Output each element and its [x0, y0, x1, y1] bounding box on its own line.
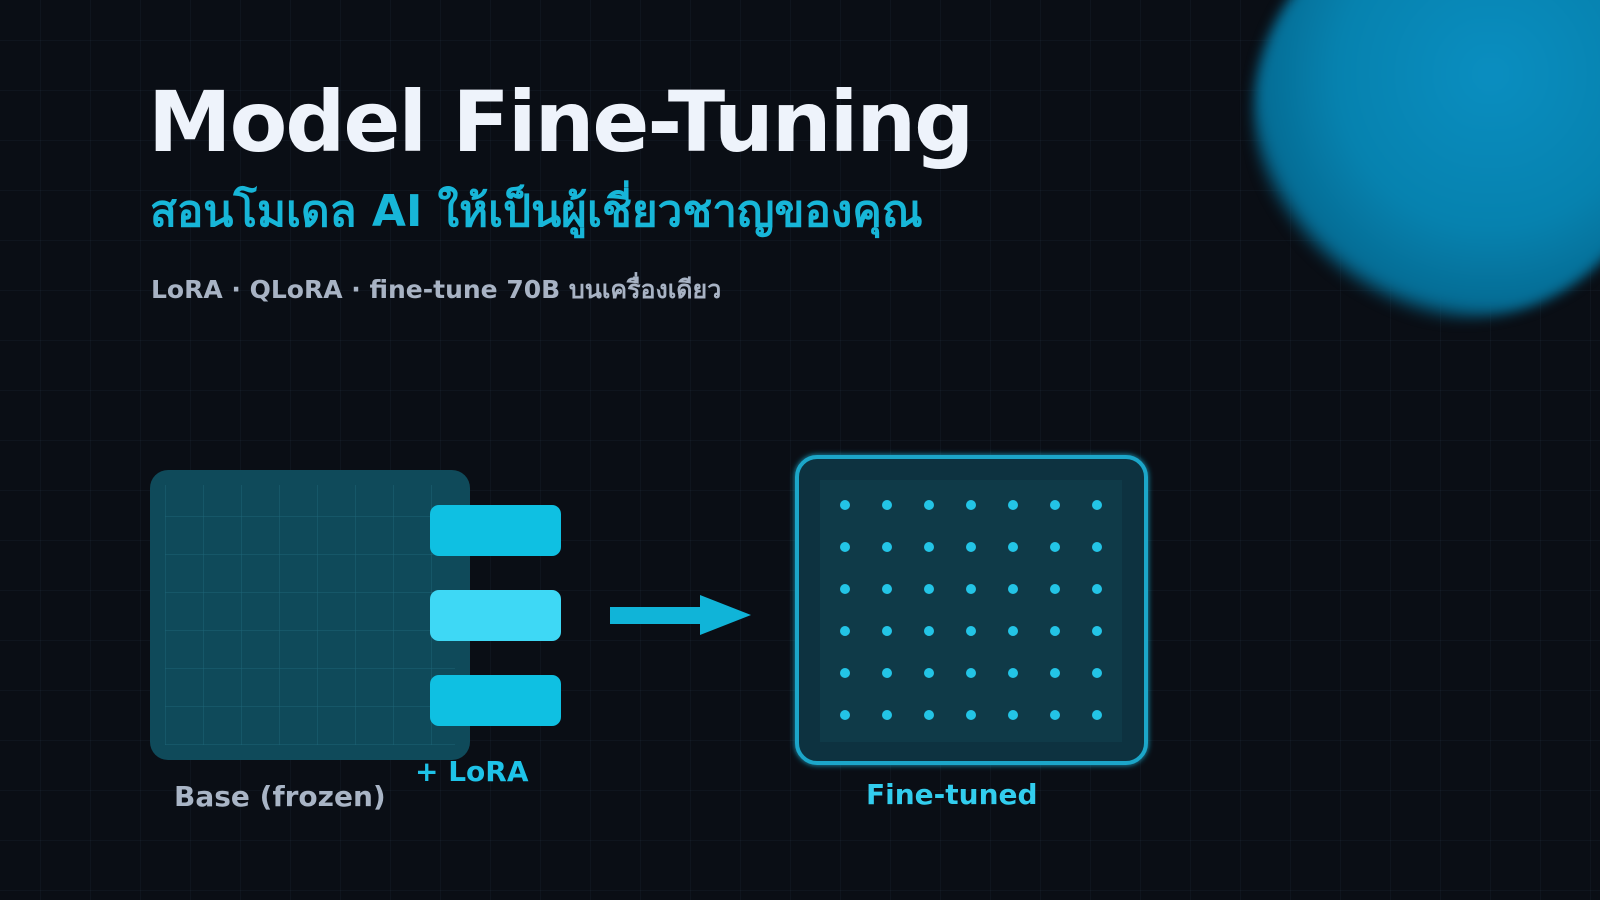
weight-dot: [1050, 542, 1060, 552]
base-model-grid: [165, 485, 455, 745]
weight-dot: [924, 668, 934, 678]
base-model-block: [150, 470, 470, 760]
base-model-label: Base (frozen): [174, 780, 386, 813]
weight-dot: [1008, 584, 1018, 594]
arrow-icon: [610, 595, 751, 635]
weight-dot: [1092, 626, 1102, 636]
weight-dot: [1050, 626, 1060, 636]
weight-dot: [882, 584, 892, 594]
weight-dot: [1008, 500, 1018, 510]
weight-dot: [924, 710, 934, 720]
lora-adapter: [430, 590, 561, 641]
weight-dot: [924, 500, 934, 510]
weight-dot: [882, 668, 892, 678]
weight-dot: [1008, 542, 1018, 552]
weight-dot: [840, 584, 850, 594]
weight-dot: [1008, 710, 1018, 720]
weight-dot: [1050, 500, 1060, 510]
weight-dot: [966, 584, 976, 594]
finetuned-dot-grid: [840, 500, 1102, 720]
page-tagline: LoRA · QLoRA · fine-tune 70B บนเครื่องเด…: [151, 275, 722, 304]
weight-dot: [840, 500, 850, 510]
lora-adapter: [430, 675, 561, 726]
weight-dot: [882, 626, 892, 636]
weight-dot: [840, 710, 850, 720]
weight-dot: [1092, 542, 1102, 552]
weight-dot: [1092, 668, 1102, 678]
lora-label: + LoRA: [415, 755, 529, 788]
weight-dot: [882, 542, 892, 552]
weight-dot: [882, 710, 892, 720]
weight-dot: [924, 626, 934, 636]
weight-dot: [966, 668, 976, 678]
weight-dot: [1092, 500, 1102, 510]
page-title: Model Fine-Tuning: [148, 73, 974, 171]
weight-dot: [966, 710, 976, 720]
weight-dot: [840, 542, 850, 552]
weight-dot: [924, 584, 934, 594]
weight-dot: [924, 542, 934, 552]
weight-dot: [966, 626, 976, 636]
weight-dot: [1092, 584, 1102, 594]
weight-dot: [882, 500, 892, 510]
weight-dot: [966, 542, 976, 552]
weight-dot: [1050, 668, 1060, 678]
weight-dot: [1050, 584, 1060, 594]
lora-adapter: [430, 505, 561, 556]
weight-dot: [1008, 626, 1018, 636]
weight-dot: [1092, 710, 1102, 720]
weight-dot: [1050, 710, 1060, 720]
finetuned-model-block: [795, 455, 1148, 765]
finetuned-model-inner: [820, 480, 1122, 742]
finetuned-model-label: Fine-tuned: [866, 778, 1038, 811]
page-subtitle: สอนโมเดล AI ให้เป็นผู้เชี่ยวชาญของคุณ: [150, 186, 923, 237]
lora-adapters: [430, 505, 561, 726]
weight-dot: [840, 626, 850, 636]
weight-dot: [966, 500, 976, 510]
weight-dot: [1008, 668, 1018, 678]
weight-dot: [840, 668, 850, 678]
